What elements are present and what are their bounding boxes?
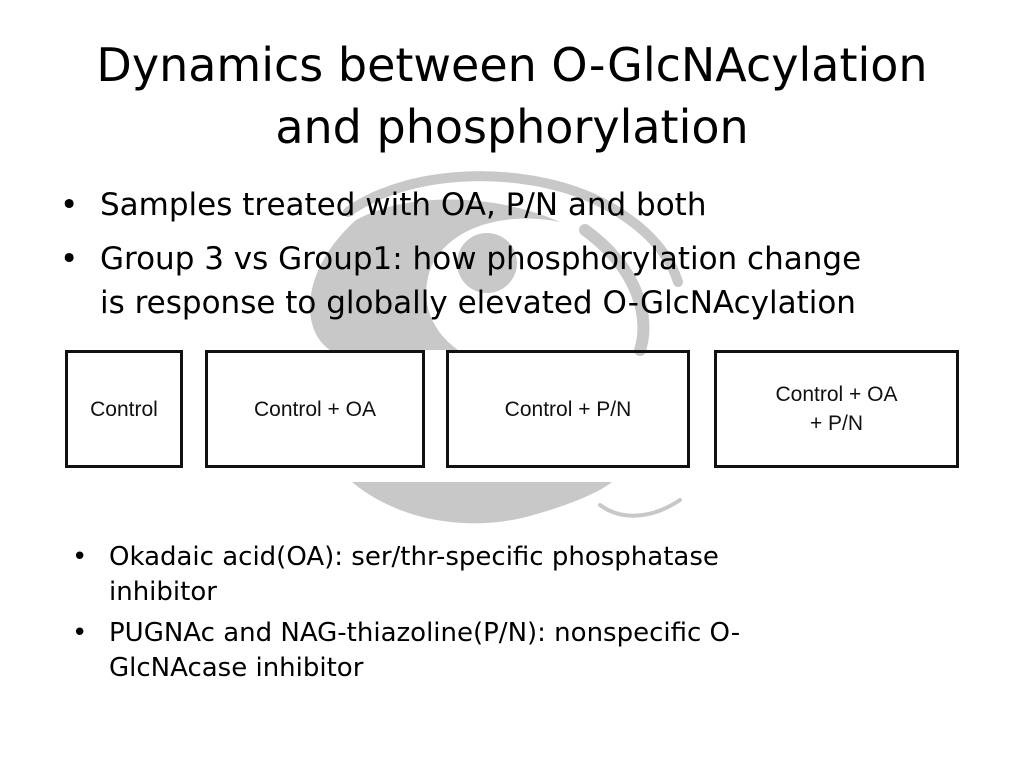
bullet-text: Samples treated with OA, P/N and both xyxy=(100,187,707,223)
watermark-bottom-bowl xyxy=(352,482,612,524)
watermark-dot xyxy=(457,233,517,293)
group-label: + P/N xyxy=(809,412,864,435)
bullet-icon: • xyxy=(72,618,88,648)
bullet-text: inhibitor xyxy=(109,577,217,607)
slide-title-line: Dynamics between O-GlcNAcylation xyxy=(96,38,928,92)
group-label: Control + OA xyxy=(254,397,376,421)
bullet-icon: • xyxy=(60,241,79,277)
bullet-text: Okadaic acid(OA): ser/thr-specific phosp… xyxy=(109,542,719,572)
bottom-bullet-list: • Okadaic acid(OA): ser/thr-specific pho… xyxy=(72,540,972,692)
slide-title: Dynamics between O-GlcNAcylation and pho… xyxy=(40,34,984,158)
group-label: Control + OA xyxy=(775,383,898,406)
watermark-outer-arc xyxy=(343,171,683,287)
bullet-item: • Okadaic acid(OA): ser/thr-specific pho… xyxy=(72,540,972,610)
watermark-swirl-shapes xyxy=(310,171,683,524)
watermark-bottom-tail xyxy=(598,498,682,518)
bullet-item: • Samples treated with OA, P/N and both xyxy=(60,183,980,227)
bullet-text: Group 3 vs Group1: how phosphorylation c… xyxy=(100,241,862,277)
bullet-item: • Group 3 vs Group1: how phosphorylation… xyxy=(60,237,980,325)
group-box-control-oa: Control + OA xyxy=(205,350,425,468)
bullet-text: is response to globally elevated O-GlcNA… xyxy=(100,285,856,321)
top-bullet-list: • Samples treated with OA, P/N and both … xyxy=(60,183,980,335)
group-label: Control xyxy=(90,397,158,421)
bullet-icon: • xyxy=(60,187,79,223)
bullet-item: • PUGNAc and NAG-thiazoline(P/N): nonspe… xyxy=(72,616,972,686)
bullet-icon: • xyxy=(72,542,88,572)
group-box-control-pn: Control + P/N xyxy=(446,350,690,468)
bullet-text: PUGNAc and NAG-thiazoline(P/N): nonspeci… xyxy=(109,618,741,648)
bullet-text: GlcNAcase inhibitor xyxy=(109,653,364,683)
watermark-right-arc xyxy=(579,224,650,356)
group-box-control-oa-pn: Control + OA + P/N xyxy=(714,350,959,468)
slide-title-line: and phosphorylation xyxy=(275,100,749,154)
watermark-crescent xyxy=(310,199,560,350)
group-box-control: Control xyxy=(65,350,183,468)
group-label: Control + P/N xyxy=(504,397,632,421)
